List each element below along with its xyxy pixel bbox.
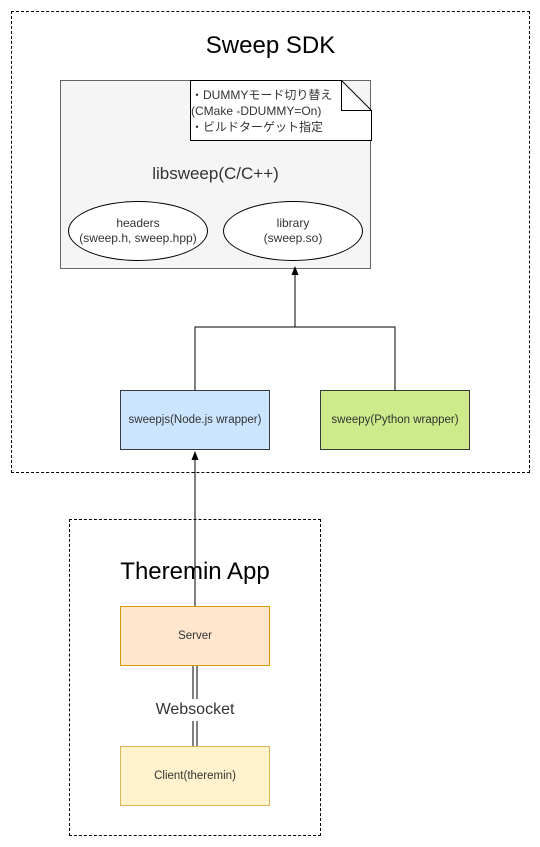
headers-ellipse: headers (sweep.h, sweep.hpp) xyxy=(68,201,208,261)
server-label: Server xyxy=(178,630,212,642)
server-box: Server xyxy=(120,606,270,666)
library-arrowhead xyxy=(291,266,299,275)
headers-title: headers xyxy=(116,216,160,230)
headers-files: (sweep.h, sweep.hpp) xyxy=(79,231,197,245)
wrapper-to-library-line xyxy=(194,326,396,390)
sweep-sdk-title: Sweep SDK xyxy=(205,32,336,59)
sweepy-label: sweepy(Python wrapper) xyxy=(331,414,459,426)
libsweep-label: libsweep(C/C++) xyxy=(152,164,279,183)
sweep-sdk-container xyxy=(11,11,530,473)
note-line: ・DUMMYモード切り替え xyxy=(191,88,333,102)
note-text: ・DUMMYモード切り替え (CMake -DDUMMY=On) ・ビルドターゲ… xyxy=(191,87,351,135)
sweepjs-label: sweepjs(Node.js wrapper) xyxy=(128,414,262,426)
note-line: ・ビルドターゲット指定 xyxy=(191,120,324,134)
client-box: Client(theremin) xyxy=(120,746,270,806)
sweepy-box: sweepy(Python wrapper) xyxy=(320,390,470,450)
library-title: library xyxy=(276,216,310,230)
note-shape xyxy=(190,80,372,141)
sweepjs-box: sweepjs(Node.js wrapper) xyxy=(120,390,270,450)
sweepjs-arrowhead xyxy=(191,451,199,460)
library-ellipse: library (sweep.so) xyxy=(223,201,363,261)
note-line: (CMake -DDUMMY=On) xyxy=(191,104,322,118)
library-file: (sweep.so) xyxy=(263,231,323,245)
websocket-label: Websocket xyxy=(140,699,250,721)
client-label: Client(theremin) xyxy=(154,770,236,782)
